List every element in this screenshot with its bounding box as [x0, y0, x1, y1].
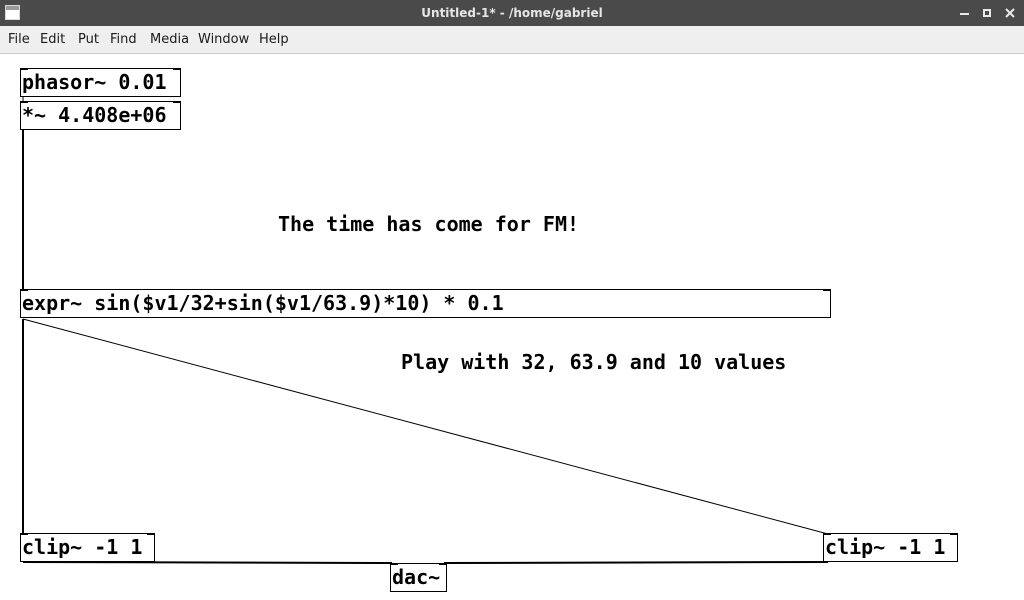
maximize-icon — [983, 9, 991, 17]
menu-bar: File Edit Put Find Media Window Help — [0, 26, 1024, 54]
object-phasor[interactable]: phasor~ 0.01 — [20, 68, 181, 97]
cord-clip-left-to-dac — [22, 561, 393, 564]
close-icon — [1005, 8, 1015, 18]
menu-file[interactable]: File — [8, 32, 30, 47]
window-title: Untitled-1* - /home/gabriel — [421, 6, 603, 20]
app-window-icon — [5, 5, 20, 20]
object-clip-right[interactable]: clip~ -1 1 — [823, 533, 958, 562]
menu-media[interactable]: Media — [150, 32, 190, 47]
object-dac[interactable]: dac~ — [390, 563, 447, 592]
menu-help[interactable]: Help — [259, 32, 289, 47]
cord-clip-right-to-dac — [443, 561, 829, 564]
patch-canvas[interactable]: phasor~ 0.01 *~ 4.408e+06 The time has c… — [0, 55, 1024, 600]
menu-window[interactable]: Window — [198, 32, 250, 47]
cord-expr-to-clip-right — [22, 318, 829, 535]
menu-put[interactable]: Put — [78, 32, 99, 47]
object-multiply[interactable]: *~ 4.408e+06 — [20, 101, 181, 130]
object-expr[interactable]: expr~ sin($v1/32+sin($v1/63.9)*10) * 0.1 — [20, 289, 831, 318]
comment-headline[interactable]: The time has come for FM! — [278, 212, 580, 236]
minimize-button[interactable] — [954, 3, 974, 23]
close-button[interactable] — [1000, 3, 1020, 23]
menu-edit[interactable]: Edit — [40, 32, 66, 47]
menu-find[interactable]: Find — [110, 32, 137, 47]
maximize-button[interactable] — [977, 3, 997, 23]
window-titlebar[interactable]: Untitled-1* - /home/gabriel — [0, 0, 1024, 26]
minimize-icon — [959, 13, 969, 15]
comment-hint[interactable]: Play with 32, 63.9 and 10 values — [401, 350, 787, 374]
patch-cords — [22, 97, 829, 564]
object-clip-left[interactable]: clip~ -1 1 — [20, 533, 155, 562]
